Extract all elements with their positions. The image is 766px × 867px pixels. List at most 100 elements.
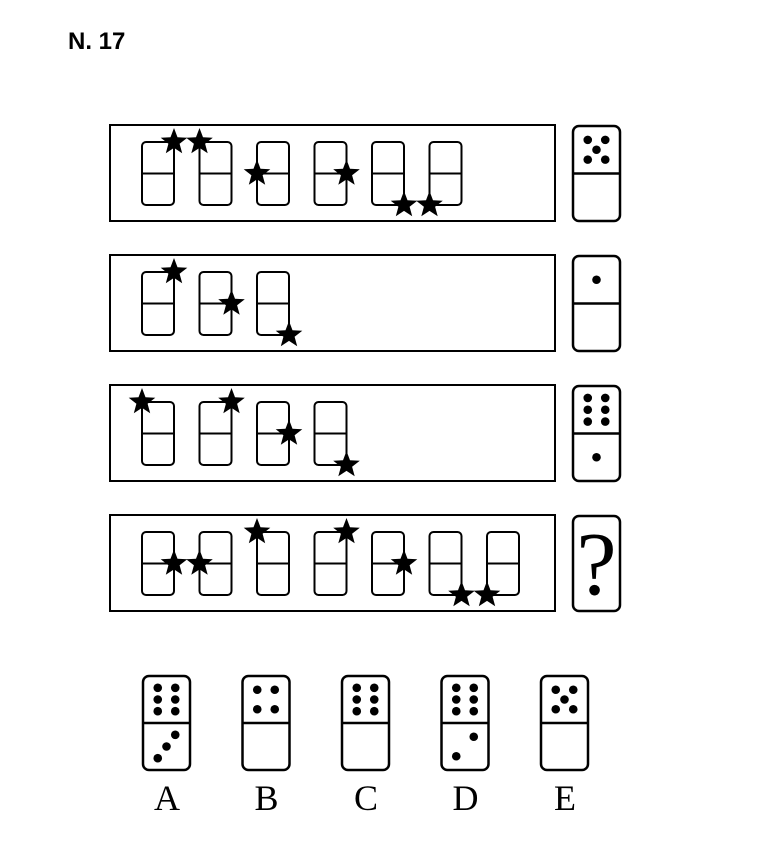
pip xyxy=(451,683,461,693)
star-icon xyxy=(333,518,360,544)
star-icon xyxy=(333,451,360,477)
star-icon xyxy=(186,549,213,575)
result-domino-1 xyxy=(571,124,622,223)
star-icon xyxy=(160,549,188,575)
pip xyxy=(600,405,610,415)
pip xyxy=(583,417,593,426)
small-domino xyxy=(473,531,520,607)
star-icon xyxy=(448,581,475,607)
question-number: N. 17 xyxy=(68,28,126,55)
small-domino xyxy=(141,258,188,336)
pip xyxy=(551,704,561,714)
star-icon xyxy=(333,159,360,185)
star-icon xyxy=(390,191,418,217)
pip xyxy=(600,393,610,403)
star-icon xyxy=(128,388,156,414)
option-a-domino xyxy=(141,674,192,772)
pip xyxy=(469,695,479,704)
pip xyxy=(551,685,561,695)
pip xyxy=(451,695,461,704)
star-icon xyxy=(275,321,303,347)
pip xyxy=(153,753,163,763)
pip xyxy=(600,417,610,426)
small-domino xyxy=(416,141,463,217)
small-domino xyxy=(186,128,233,206)
sequence-row-1 xyxy=(109,124,556,222)
option-label[interactable]: B xyxy=(254,778,278,818)
pip xyxy=(469,732,479,742)
sequence-box xyxy=(109,254,556,352)
pip xyxy=(451,751,461,761)
sequence-row-2 xyxy=(109,254,556,352)
pip xyxy=(252,685,262,695)
small-domino xyxy=(128,388,175,466)
small-domino xyxy=(371,531,418,596)
pip xyxy=(352,706,362,716)
pip xyxy=(469,683,479,693)
pip xyxy=(170,683,180,693)
pip xyxy=(170,706,180,716)
option-label[interactable]: E xyxy=(554,778,576,818)
pip xyxy=(592,275,601,285)
pip xyxy=(352,683,362,693)
star-icon xyxy=(160,128,188,154)
pip xyxy=(583,393,593,403)
small-domino xyxy=(256,401,303,466)
pip xyxy=(170,695,180,704)
pip xyxy=(600,135,610,145)
small-domino xyxy=(198,388,245,466)
star-icon xyxy=(243,518,271,544)
result-domino-2 xyxy=(571,254,622,353)
star-icon xyxy=(186,128,213,154)
question-mark: ? xyxy=(576,514,616,614)
pip xyxy=(153,683,163,693)
small-domino xyxy=(186,531,233,596)
pip xyxy=(451,706,461,716)
option-b-domino xyxy=(241,674,291,772)
small-domino xyxy=(243,518,290,596)
small-domino xyxy=(141,128,188,206)
pip xyxy=(369,695,379,704)
pip xyxy=(600,155,610,164)
pip xyxy=(270,704,280,714)
pip xyxy=(170,730,180,740)
pip xyxy=(469,706,479,716)
small-domino xyxy=(141,531,188,596)
star-icon xyxy=(218,289,245,315)
result-domino-3 xyxy=(571,384,622,483)
pip xyxy=(162,742,171,751)
pip xyxy=(568,685,578,695)
option-label[interactable]: A xyxy=(154,778,180,818)
option-d-domino xyxy=(440,674,490,772)
option-e-domino xyxy=(539,674,590,772)
small-domino xyxy=(313,518,360,596)
pip xyxy=(153,706,163,716)
sequence-row-3 xyxy=(109,384,556,482)
small-domino xyxy=(313,401,360,477)
star-icon xyxy=(390,549,418,575)
pip xyxy=(583,155,593,164)
pip xyxy=(369,706,379,716)
pip xyxy=(583,405,593,415)
star-icon xyxy=(243,159,271,185)
pip xyxy=(592,145,601,155)
pip xyxy=(352,695,362,704)
star-icon xyxy=(218,388,245,414)
small-domino xyxy=(313,141,360,206)
pip xyxy=(369,683,379,693)
pip xyxy=(568,704,578,714)
small-domino xyxy=(243,141,290,206)
option-label[interactable]: C xyxy=(354,778,378,818)
small-domino xyxy=(256,271,303,347)
option-label[interactable]: D xyxy=(453,778,479,818)
small-domino xyxy=(198,271,245,336)
small-domino xyxy=(371,141,418,217)
star-icon xyxy=(416,191,443,217)
pip xyxy=(592,452,601,462)
star-icon xyxy=(473,581,501,607)
pip xyxy=(583,135,593,145)
star-icon xyxy=(160,258,188,284)
pip xyxy=(252,704,262,714)
option-c-domino xyxy=(340,674,391,772)
